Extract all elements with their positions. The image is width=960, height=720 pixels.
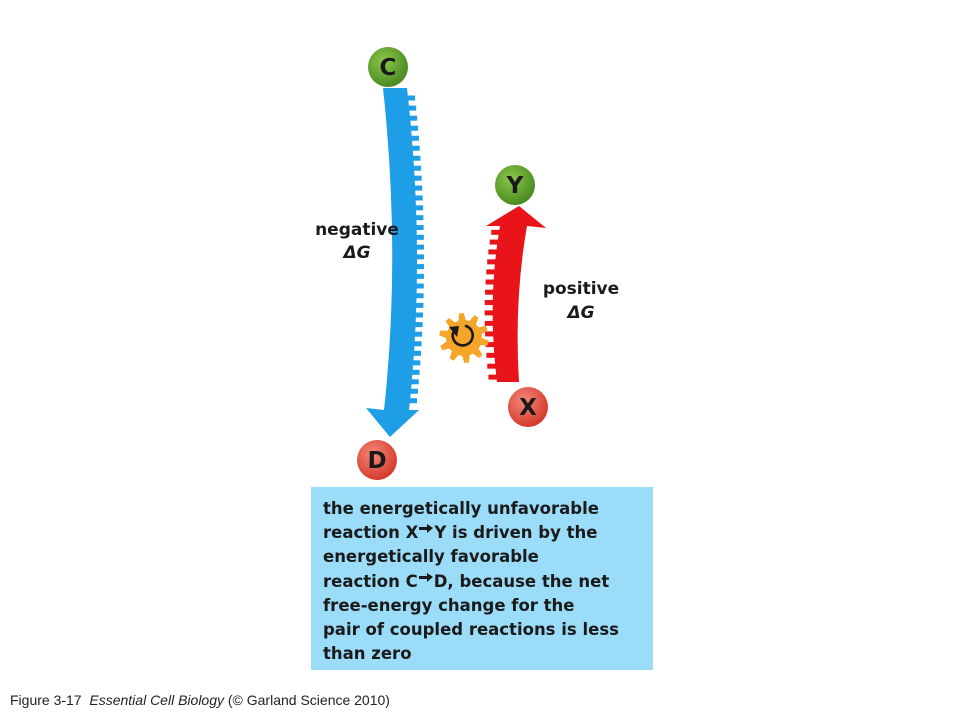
- favorable-arrow-tooth: [414, 331, 423, 337]
- favorable-arrow-tooth: [415, 293, 424, 299]
- favorable-arrow-tooth: [410, 379, 419, 385]
- favorable-arrow-tooth: [415, 283, 424, 289]
- unfavorable-arrow-tooth: [485, 342, 495, 348]
- unfavorable-arrow-tooth: [484, 300, 494, 305]
- favorable-arrow-tooth: [414, 322, 423, 328]
- svg-text:C: C: [380, 55, 397, 81]
- node-x: X: [508, 387, 548, 427]
- unfavorable-arrow-tooth: [485, 331, 495, 337]
- unfavorable-arrow-tooth: [486, 352, 496, 358]
- unfavorable-arrow-tooth: [487, 259, 497, 265]
- svg-text:ΔG: ΔG: [565, 303, 594, 323]
- unfavorable-arrow-tooth: [485, 289, 495, 295]
- favorable-arrow-tooth: [412, 155, 421, 161]
- unfavorable-arrow-tooth: [491, 229, 501, 235]
- favorable-arrow-tooth: [410, 135, 419, 141]
- favorable-arrow-tooth: [415, 205, 424, 211]
- caption-line: the energetically unfavorable: [323, 499, 599, 518]
- unfavorable-arrow-tooth: [488, 374, 498, 380]
- favorable-arrow-tooth: [411, 145, 420, 151]
- unfavorable-arrow-tooth: [484, 310, 494, 316]
- gear-icon: [439, 313, 489, 363]
- unfavorable-arrow-tooth: [485, 279, 495, 285]
- small-arrow-icon: [418, 572, 433, 582]
- favorable-arrow-tooth: [416, 264, 425, 270]
- rotation-arrow-icon: [451, 324, 474, 347]
- favorable-arrow-tooth: [407, 95, 416, 101]
- favorable-arrow-tooth: [413, 341, 422, 347]
- caption-line: free-energy change for the: [323, 595, 575, 615]
- copyright-notice: (© Garland Science 2010): [227, 692, 390, 708]
- favorable-reaction-arrow: [366, 88, 425, 437]
- positive-delta-g-label: positive ΔG: [543, 279, 619, 323]
- svg-text:Y: Y: [506, 173, 524, 199]
- figure-credit: Figure 3-17 Essential Cell Biology (© Ga…: [10, 692, 390, 708]
- svg-text:X: X: [519, 395, 537, 421]
- favorable-arrow-tooth: [410, 125, 419, 131]
- favorable-arrow-tooth: [413, 165, 422, 171]
- caption-box: the energetically unfavorable reaction X…: [311, 487, 653, 670]
- node-d: D: [357, 440, 397, 480]
- small-arrow-icon: [419, 524, 434, 534]
- favorable-arrow-tooth: [415, 234, 424, 240]
- unfavorable-arrow-tooth: [488, 249, 498, 255]
- favorable-arrow-tooth: [413, 175, 422, 181]
- favorable-arrow-tooth: [415, 273, 424, 279]
- unfavorable-reaction-arrow: [484, 206, 546, 382]
- unfavorable-arrow-tooth: [487, 363, 497, 369]
- favorable-arrow-tooth: [414, 185, 423, 191]
- unfavorable-arrow-tooth: [486, 269, 496, 275]
- favorable-arrow-tooth: [415, 244, 424, 250]
- favorable-arrow-tooth: [415, 225, 424, 231]
- node-y: Y: [495, 165, 535, 205]
- favorable-arrow-tooth: [409, 388, 418, 394]
- svg-text:negative: negative: [315, 220, 399, 240]
- favorable-arrow-tooth: [415, 215, 424, 221]
- favorable-arrow-tooth: [415, 302, 424, 308]
- book-title: Essential Cell Biology: [89, 692, 224, 708]
- caption-line: than zero: [323, 644, 412, 664]
- node-c: C: [368, 47, 408, 87]
- negative-delta-g-label: negative ΔG: [315, 220, 399, 263]
- favorable-arrow-tooth: [416, 254, 425, 260]
- favorable-arrow-tooth: [414, 195, 423, 201]
- svg-text:D: D: [367, 448, 386, 474]
- favorable-arrow-tooth: [412, 360, 421, 366]
- svg-text:positive: positive: [543, 279, 619, 299]
- figure-number: Figure 3-17: [10, 692, 82, 708]
- caption-line: pair of coupled reactions is less: [323, 620, 619, 640]
- favorable-arrow-tooth: [409, 115, 418, 121]
- favorable-arrow-tooth: [408, 105, 417, 111]
- svg-text:ΔG: ΔG: [341, 243, 370, 263]
- favorable-arrow-tooth: [412, 350, 421, 356]
- caption-line: energetically favorable: [323, 547, 539, 567]
- favorable-arrow-tooth: [411, 369, 420, 375]
- favorable-arrow-tooth: [414, 312, 423, 318]
- unfavorable-arrow-tooth: [484, 320, 494, 326]
- unfavorable-arrow-tooth: [489, 239, 499, 245]
- favorable-arrow-tooth: [408, 398, 417, 404]
